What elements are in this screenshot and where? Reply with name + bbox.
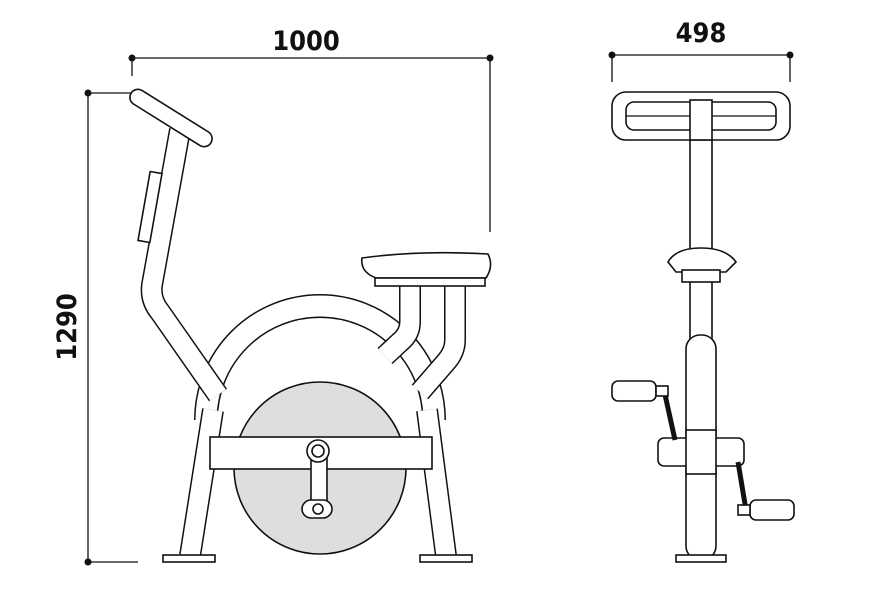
front-seat [667,247,738,273]
front-pedal-right [749,499,795,521]
dimension-width-front: 498 [608,18,794,82]
foot-left [162,554,216,563]
dimension-label-1000: 1000 [272,26,340,57]
side-view [129,88,492,563]
front-view [611,91,795,563]
display-panel [137,170,163,244]
dimension-width-side: 1000 [128,26,494,232]
seat [360,251,492,279]
dimension-label-1290: 1290 [52,293,83,361]
dimension-label-498: 498 [676,18,727,49]
front-pedal-left [611,380,657,402]
dimension-height: 1290 [52,89,138,566]
handlebar [129,88,213,148]
foot-right [419,554,473,563]
